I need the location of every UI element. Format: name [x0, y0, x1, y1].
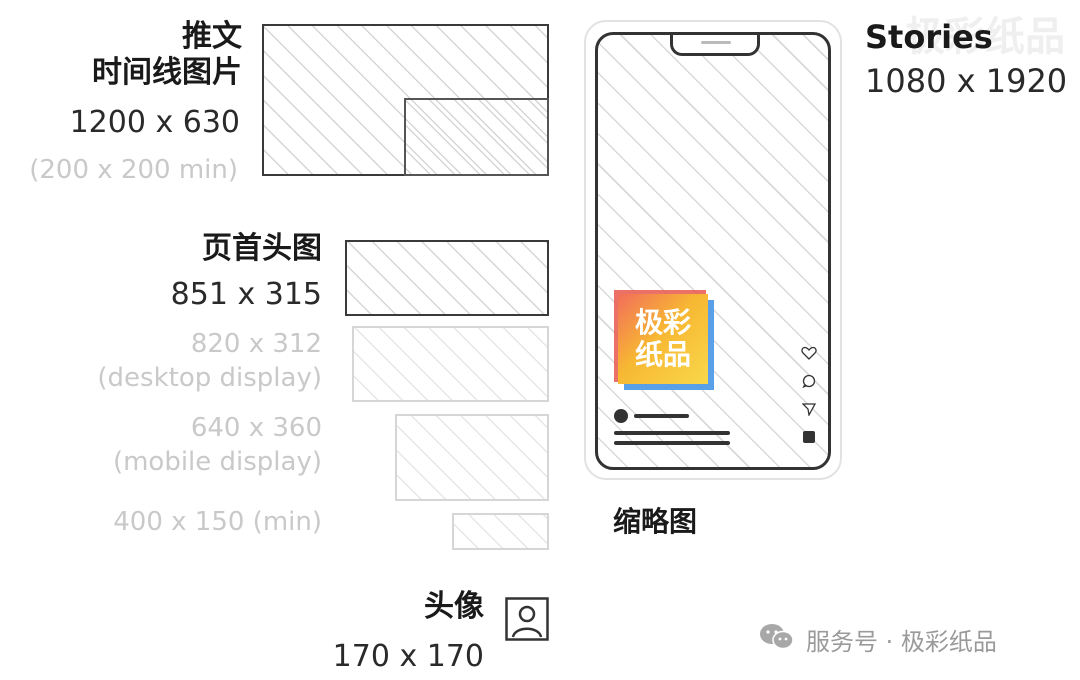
- header-image-frame: [345, 240, 549, 316]
- thumbnail-title: 缩略图: [613, 505, 698, 538]
- avatar-title: 头像: [424, 589, 484, 624]
- heart-icon[interactable]: [801, 345, 817, 360]
- comment-icon[interactable]: [802, 373, 816, 389]
- avatar-size: 170 x 170: [332, 639, 484, 674]
- notch-speaker: [701, 41, 731, 44]
- tweet-image-min-frame: [404, 98, 549, 176]
- user-portrait-icon: [505, 597, 549, 641]
- stories-size: 1080 x 1920: [865, 62, 1068, 100]
- footer-watermark: 服务号 · 极彩纸品: [806, 628, 997, 656]
- header-desktop-frame: [352, 326, 549, 402]
- header-mobile-note: (mobile display): [112, 447, 322, 477]
- phone-notch: [670, 35, 760, 56]
- phone-bezel: [584, 20, 842, 480]
- header-min-size: 400 x 150 (min): [113, 507, 322, 537]
- header-size: 851 x 315: [170, 277, 322, 312]
- story-username-line: [634, 414, 689, 418]
- header-desktop-size: 820 x 312: [190, 329, 322, 359]
- stamp-line1: 极彩: [634, 306, 691, 339]
- header-mobile-size: 640 x 360: [190, 413, 322, 443]
- bookmark-icon[interactable]: [803, 431, 815, 443]
- header-min-frame: [452, 513, 549, 550]
- stamp-line2: 纸品: [634, 338, 691, 371]
- story-caption-line1: [614, 431, 730, 435]
- stories-title: Stories: [865, 18, 993, 56]
- story-avatar-dot: [614, 409, 628, 423]
- tweet-title-line2: 时间线图片: [92, 55, 242, 90]
- tweet-min-size: (200 x 200 min): [29, 155, 238, 185]
- stamp-logo: 极彩 纸品: [618, 294, 708, 384]
- phone-screen: [595, 32, 831, 470]
- header-desktop-note: (desktop display): [97, 363, 322, 393]
- watermark-top: 极彩纸品: [905, 14, 1065, 60]
- story-caption-line2: [614, 441, 730, 445]
- wechat-icon: [758, 622, 796, 652]
- tweet-size: 1200 x 630: [69, 105, 240, 140]
- header-mobile-frame: [395, 414, 549, 501]
- header-title: 页首头图: [202, 231, 322, 266]
- tweet-title-line1: 推文: [182, 19, 242, 54]
- send-icon[interactable]: [801, 401, 817, 417]
